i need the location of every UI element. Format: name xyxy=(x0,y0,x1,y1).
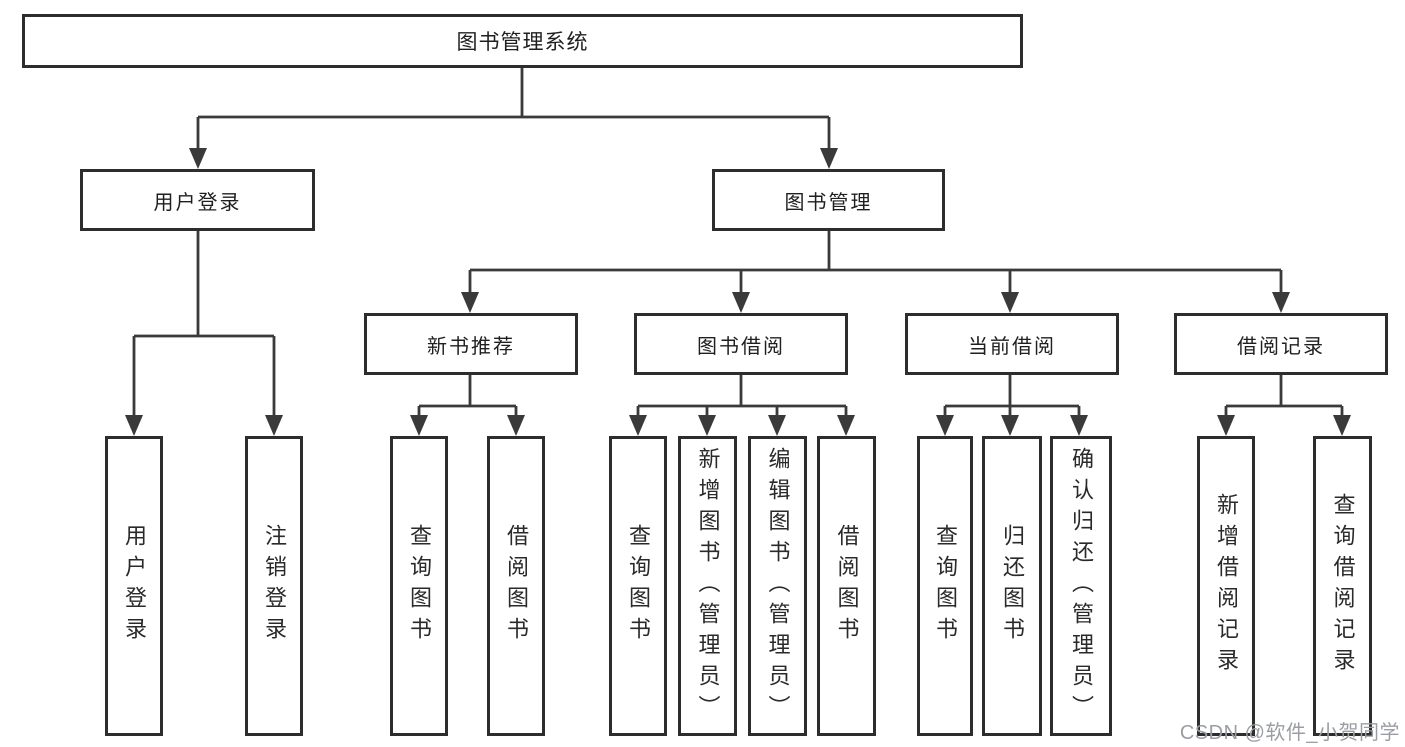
leaf-current-confirm-return-admin: 确认归还（管理员） xyxy=(1050,436,1112,736)
leaf-newbooks-borrow-label: 借阅图书 xyxy=(504,524,529,648)
node-book-management-label: 图书管理 xyxy=(784,191,873,214)
node-user-login: 用户登录 xyxy=(80,169,315,231)
leaf-logout-label: 注销登录 xyxy=(262,524,287,648)
leaf-newbooks-borrow: 借阅图书 xyxy=(487,436,545,736)
leaf-borrowing-edit-admin: 编辑图书（管理员） xyxy=(748,436,807,736)
leaf-records-add-label: 新增借阅记录 xyxy=(1214,493,1239,679)
node-current-borrowing-label: 当前借阅 xyxy=(968,335,1056,358)
leaf-records-add: 新增借阅记录 xyxy=(1197,436,1255,736)
leaf-newbooks-query-label: 查询图书 xyxy=(407,524,432,648)
node-borrow-records-label: 借阅记录 xyxy=(1237,335,1325,358)
node-new-book-recommend-label: 新书推荐 xyxy=(427,335,515,358)
leaf-borrowing-query: 查询图书 xyxy=(609,436,667,736)
leaf-borrowing-edit-admin-label: 编辑图书（管理员） xyxy=(765,446,791,726)
node-book-management: 图书管理 xyxy=(712,169,945,231)
leaf-user-login: 用户登录 xyxy=(105,436,163,736)
leaf-borrowing-query-label: 查询图书 xyxy=(626,524,651,648)
arrowheads xyxy=(125,148,1351,436)
leaf-current-query: 查询图书 xyxy=(917,436,973,736)
leaf-records-query: 查询借阅记录 xyxy=(1313,436,1372,736)
node-library-system-label: 图书管理系统 xyxy=(456,31,589,54)
node-borrow-records: 借阅记录 xyxy=(1174,313,1388,375)
leaf-current-confirm-return-admin-label: 确认归还（管理员） xyxy=(1069,446,1094,726)
node-book-borrowing-label: 图书借阅 xyxy=(697,335,785,358)
node-new-book-recommend: 新书推荐 xyxy=(364,313,578,375)
leaf-borrowing-add-admin-label: 新增图书（管理员） xyxy=(695,446,721,726)
leaf-current-return-label: 归还图书 xyxy=(1000,524,1025,648)
leaf-current-return: 归还图书 xyxy=(982,436,1042,736)
node-current-borrowing: 当前借阅 xyxy=(905,313,1119,375)
leaf-records-query-label: 查询借阅记录 xyxy=(1330,493,1356,679)
node-book-borrowing: 图书借阅 xyxy=(634,313,848,375)
leaf-borrowing-add-admin: 新增图书（管理员） xyxy=(678,436,737,736)
leaf-user-login-label: 用户登录 xyxy=(122,524,147,648)
leaf-newbooks-query: 查询图书 xyxy=(390,436,448,736)
leaf-current-query-label: 查询图书 xyxy=(933,524,958,648)
node-library-system: 图书管理系统 xyxy=(22,14,1023,68)
leaf-logout: 注销登录 xyxy=(245,436,303,736)
leaf-borrowing-borrow: 借阅图书 xyxy=(817,436,876,736)
csdn-watermark: CSDN @软件_小贺同学 xyxy=(1179,722,1400,744)
leaf-borrowing-borrow-label: 借阅图书 xyxy=(834,524,860,648)
node-user-login-label: 用户登录 xyxy=(153,191,242,214)
